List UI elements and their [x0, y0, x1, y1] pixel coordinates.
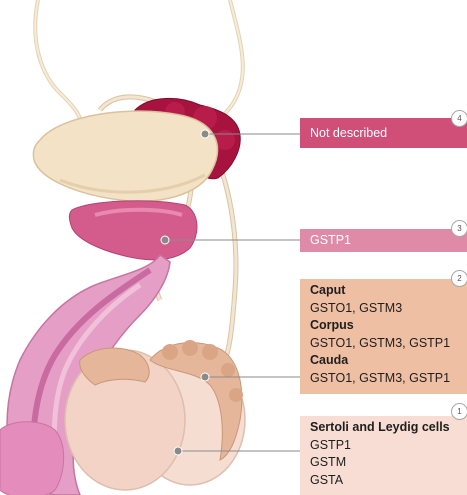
callout-epididymis: Caput GSTO1, GSTM3 Corpus GSTO1, GSTM3, …: [300, 279, 467, 394]
callout-text: GSTO1, GSTM3: [310, 300, 457, 318]
callout-seminal-vesicle: Not described: [300, 118, 467, 148]
callout-text: GSTO1, GSTM3, GSTP1: [310, 370, 457, 388]
callout-number-badge-3: 3: [451, 220, 467, 237]
callout-number-badge-4: 4: [451, 110, 467, 127]
leader-dot-3: [161, 236, 169, 244]
glans: [0, 422, 64, 495]
callout-text: GSTM: [310, 454, 457, 472]
epididymis-section-cauda: Cauda: [310, 352, 457, 370]
callout-prostate: GSTP1: [300, 229, 467, 252]
callout-text: GSTP1: [310, 232, 457, 250]
callout-testis: Sertoli and Leydig cells GSTP1 GSTM GSTA: [300, 416, 467, 495]
bladder: [33, 111, 217, 201]
epididymis-section-caput: Caput: [310, 282, 457, 300]
callout-text: GSTO1, GSTM3, GSTP1: [310, 335, 457, 353]
testis-cell-types: Sertoli and Leydig cells: [310, 419, 457, 437]
callout-number-badge-2: 2: [451, 270, 467, 287]
epididymis-coil: [202, 344, 218, 360]
callout-number-badge-1: 1: [451, 403, 467, 420]
leader-dot-2: [201, 373, 209, 381]
epididymis-coil: [162, 344, 178, 360]
callout-text: GSTA: [310, 472, 457, 490]
epididymis-coil: [182, 340, 198, 356]
callout-text: Not described: [310, 125, 457, 143]
left-ureter: [35, 0, 82, 125]
epididymis-coil: [221, 363, 235, 377]
callout-text: GSTP1: [310, 437, 457, 455]
leader-dot-1: [174, 447, 182, 455]
epididymis-section-corpus: Corpus: [310, 317, 457, 335]
leader-dot-4: [201, 130, 209, 138]
epididymis-coil: [229, 388, 243, 402]
